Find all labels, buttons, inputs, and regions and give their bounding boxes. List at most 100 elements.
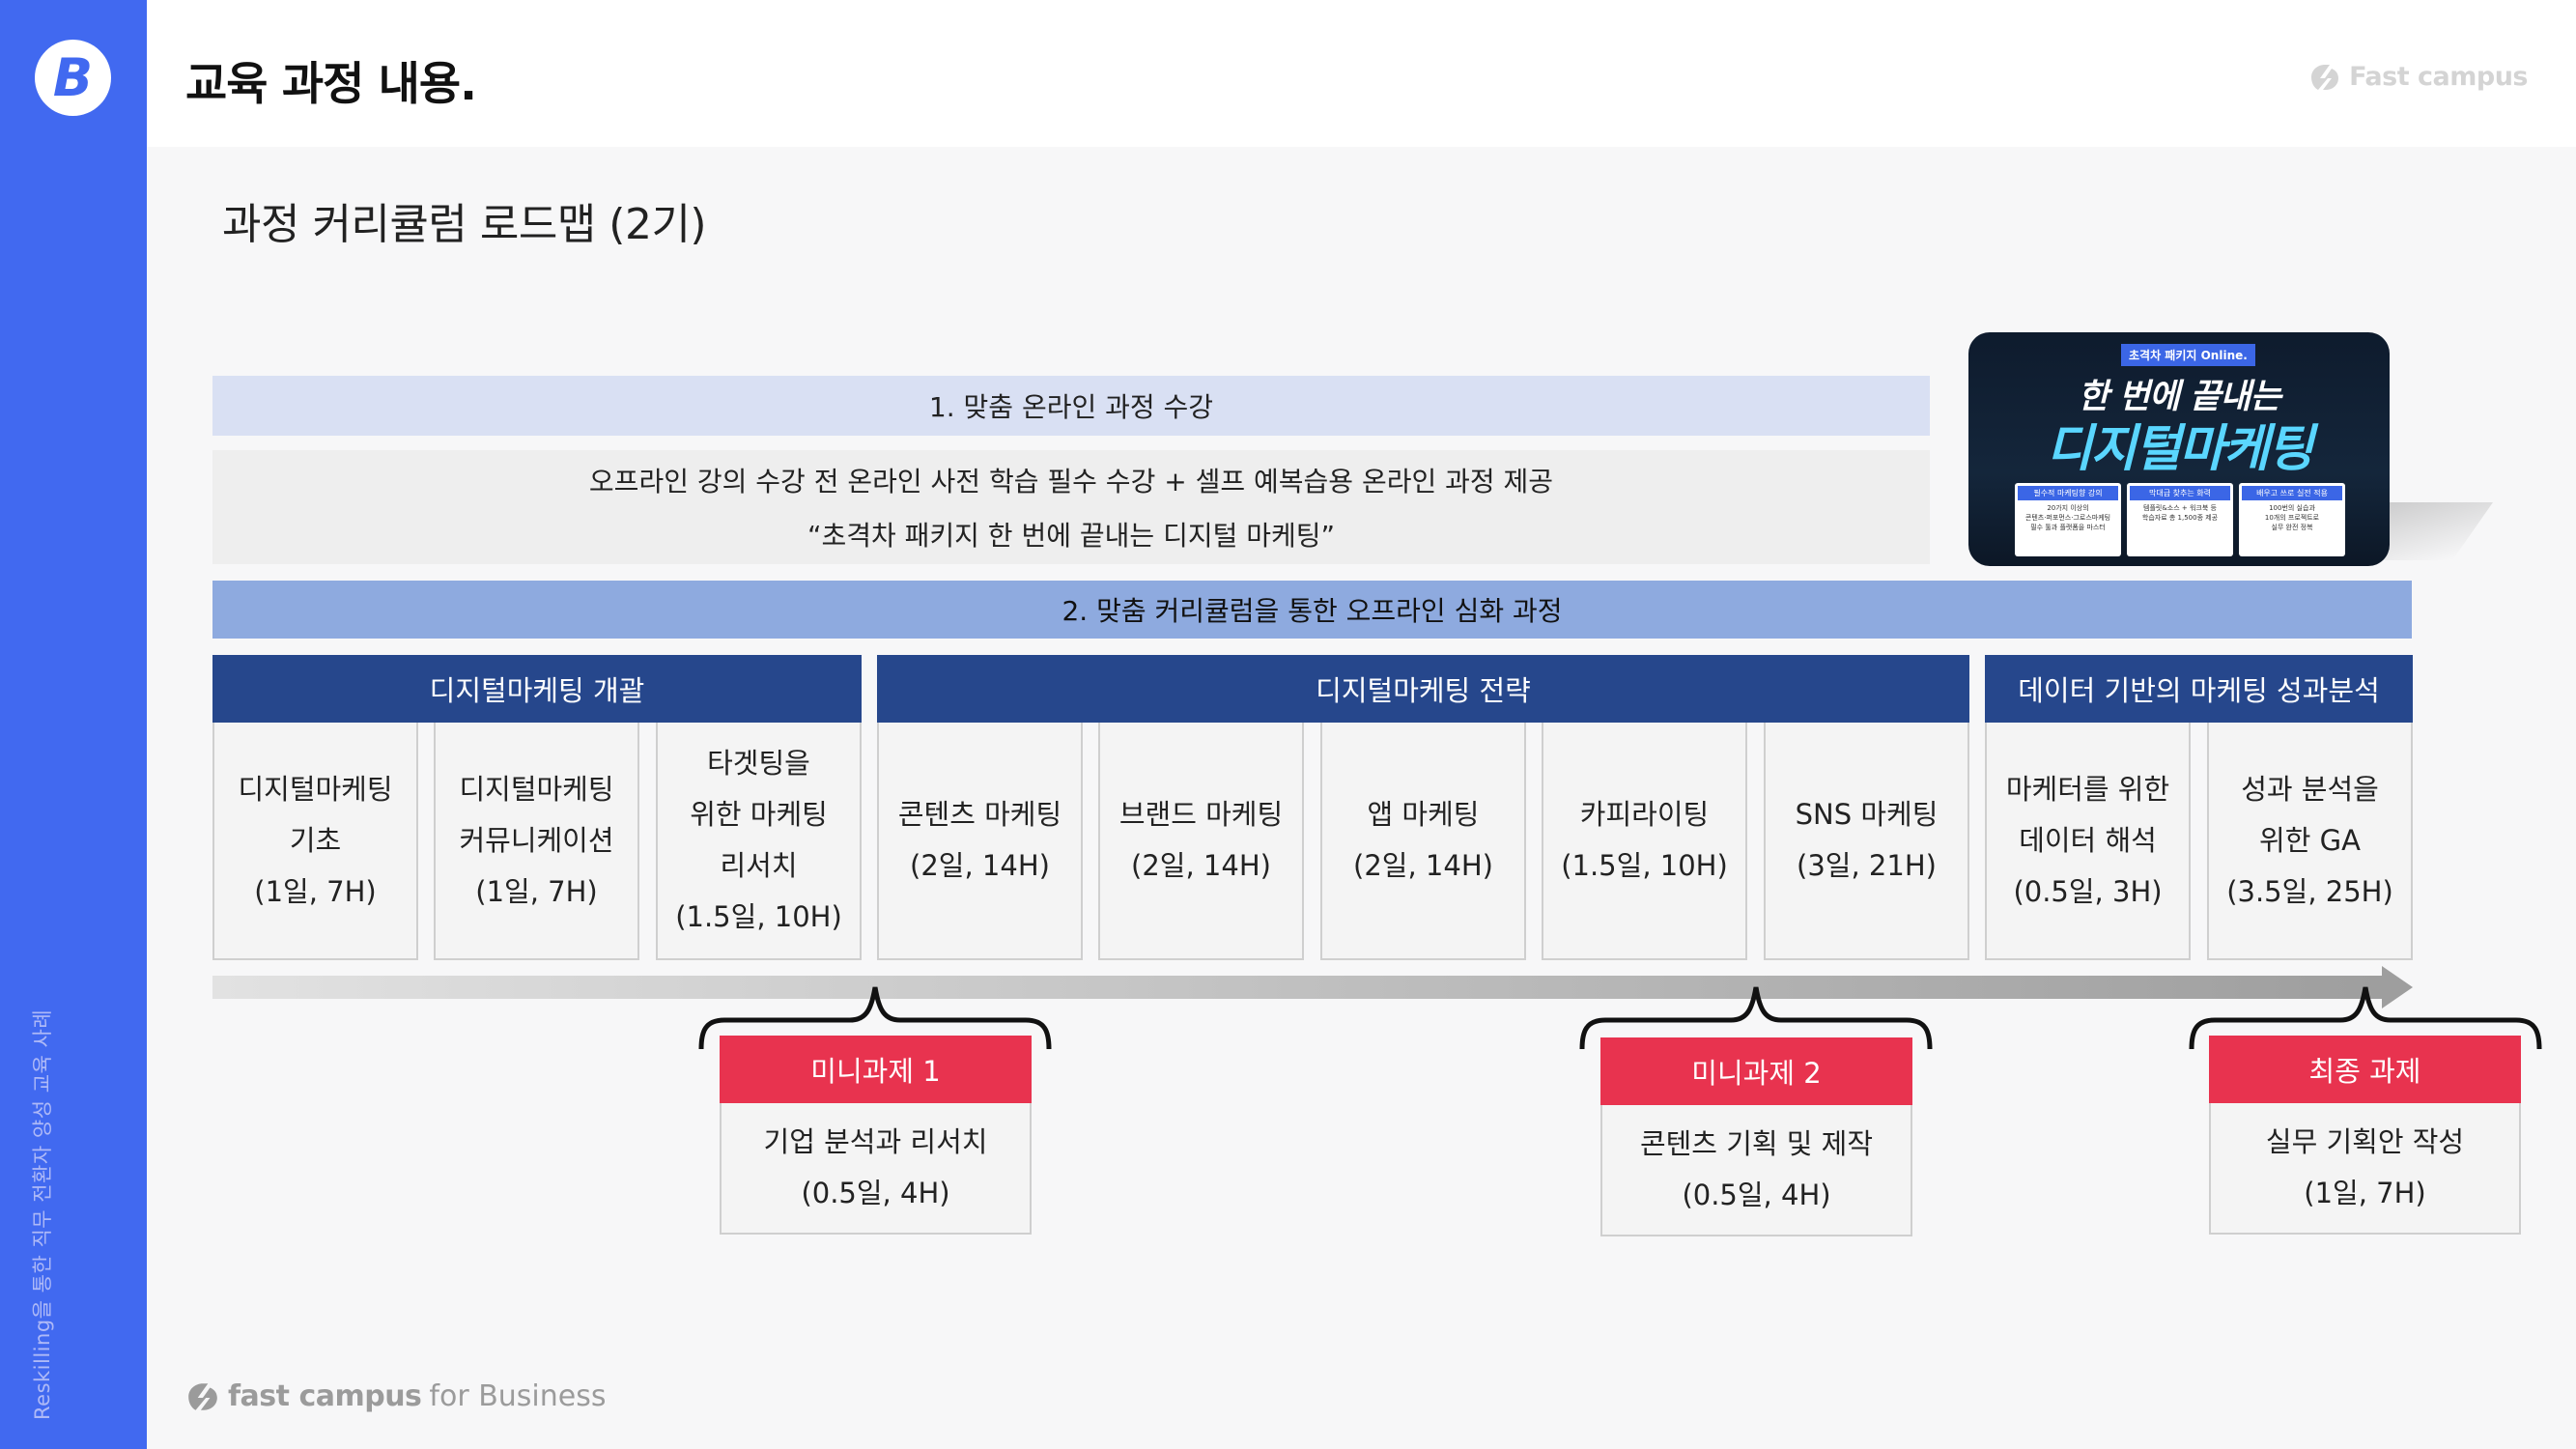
module-card: 성과 분석을 위한 GA (3.5일, 25H): [2207, 723, 2413, 960]
module-card: 타겟팅을 위한 마케팅 리서치 (1.5일, 10H): [656, 723, 862, 960]
brace-icon: [1579, 986, 1933, 1050]
task-line: (0.5일, 4H): [801, 1177, 950, 1209]
module-line: 디지털마케팅: [459, 772, 614, 806]
category-label: 데이터 기반의 마케팅 성과분석: [2018, 674, 2380, 707]
module-line: (3.5일, 25H): [2226, 874, 2393, 908]
promo-card-head: 막대급 찾추는 화력: [2130, 486, 2230, 500]
promo-cards: 필수적 마케팅향 강의 20가지 이상의 콘텐츠·퍼포먼스·그로스마케팅 필수 …: [2015, 483, 2345, 556]
module-line: 타겟팅을: [707, 747, 810, 780]
task-title: 최종 과제: [2308, 1055, 2421, 1088]
module-line: 디지털마케팅: [238, 772, 393, 806]
module-card: 마케터를 위한 데이터 해석 (0.5일, 3H): [1985, 723, 2191, 960]
logo: B: [35, 40, 111, 116]
promo-badge: 초격차 패키지 Online.: [2121, 344, 2255, 366]
promo-card-line: 100번의 실습과: [2269, 504, 2315, 512]
promo-headline-1: 한 번에 끝내는: [2078, 378, 2281, 416]
category-strategy: 디지털마케팅 전략: [877, 655, 1969, 723]
module-card: 브랜드 마케팅 (2일, 14H): [1098, 723, 1304, 960]
module-card: 디지털마케팅 기초 (1일, 7H): [212, 723, 418, 960]
module-line: 콘텐츠 마케팅: [897, 798, 1062, 831]
brace-icon: [698, 986, 1052, 1050]
task-line: 기업 분석과 리서치: [763, 1125, 988, 1158]
online-course-title: 1. 맞춤 온라인 과정 수강: [928, 391, 1214, 423]
module-line: (2일, 14H): [1353, 849, 1493, 882]
module-line: 마케터를 위한: [2005, 772, 2170, 806]
promo-card-line: 20가지 이상의: [2047, 504, 2089, 512]
task-body: 기업 분석과 리서치 (0.5일, 4H): [720, 1103, 1032, 1235]
online-course-title-bar: 1. 맞춤 온라인 과정 수강: [212, 376, 1930, 436]
promo-card-line: 실무 완전 정복: [2271, 523, 2313, 531]
brace-icon: [2189, 986, 2542, 1050]
promo-card-line: 학습자료 총 1,500종 제공: [2141, 513, 2219, 522]
promo-card-head: 배우고 쓰로 실전 적용: [2242, 486, 2342, 500]
task-header: 미니과제 2: [1600, 1037, 1912, 1105]
task-line: 실무 기획안 작성: [2265, 1125, 2465, 1158]
module-card: 디지털마케팅 커뮤니케이션 (1일, 7H): [434, 723, 639, 960]
task-line: (1일, 7H): [2304, 1177, 2426, 1209]
module-line: 앱 마케팅: [1367, 798, 1480, 831]
task-body: 실무 기획안 작성 (1일, 7H): [2209, 1103, 2521, 1235]
task-header: 미니과제 1: [720, 1036, 1032, 1103]
task-title: 미니과제 2: [1691, 1057, 1822, 1090]
promo-card-text: 100번의 실습과 10개의 프로젝트로 실무 완전 정복: [2265, 504, 2319, 532]
footer-brand-name: fast campus: [228, 1379, 422, 1413]
promo-card-line: 템플릿&소스 + 워크북 등: [2143, 504, 2217, 512]
task-line: (0.5일, 4H): [1682, 1179, 1831, 1211]
module-card: 콘텐츠 마케팅 (2일, 14H): [877, 723, 1083, 960]
module-line: SNS 마케팅: [1795, 798, 1939, 831]
promo-card: 배우고 쓰로 실전 적용 100번의 실습과 10개의 프로젝트로 실무 완전 …: [2239, 483, 2345, 556]
module-card: 카피라이팅 (1.5일, 10H): [1542, 723, 1747, 960]
offline-course-title: 2. 맞춤 커리큘럼을 통한 오프라인 심화 과정: [1062, 595, 1563, 627]
promo-card-line: 콘텐츠·퍼포먼스·그로스마케팅: [2024, 513, 2111, 522]
category-analytics: 데이터 기반의 마케팅 성과분석: [1985, 655, 2413, 723]
module-line: (1.5일, 10H): [675, 900, 842, 933]
svg-text:B: B: [53, 47, 93, 108]
sidebar: B Reskilling을 통한 직무 전환자 양성 교육 사례: [0, 0, 147, 1449]
promo-headline-2: 디지털마케팅: [2046, 420, 2313, 478]
module-line: 브랜드 마케팅: [1118, 798, 1284, 831]
promo-card-line: 필수 툴과 플랫폼을 마스터: [2030, 523, 2106, 531]
task-header: 최종 과제: [2209, 1036, 2521, 1103]
promo-card-head: 필수적 마케팅향 강의: [2018, 486, 2118, 500]
online-course-desc-line2: “초격차 패키지 한 번에 끝내는 디지털 마케팅”: [807, 520, 1336, 552]
module-line: 기초: [289, 823, 342, 857]
timeline-arrow: [212, 966, 2413, 1009]
header: 교육 과정 내용. Fast campus: [147, 0, 2576, 147]
module-line: (1일, 7H): [254, 874, 377, 908]
module-line: 데이터 해석: [2019, 823, 2157, 857]
module-line: (2일, 14H): [1131, 849, 1271, 882]
offline-course-title-bar: 2. 맞춤 커리큘럼을 통한 오프라인 심화 과정: [212, 581, 2412, 639]
module-line: (0.5일, 3H): [2013, 874, 2163, 908]
fastcampus-mark-icon: [2311, 64, 2339, 90]
module-line: 카피라이팅: [1579, 798, 1710, 831]
module-line: 커뮤니케이션: [459, 823, 614, 857]
task-line: 콘텐츠 기획 및 제작: [1639, 1127, 1874, 1160]
module-line: (2일, 14H): [910, 849, 1050, 882]
promo-banner-image: 초격차 패키지 Online. 한 번에 끝내는 디지털마케팅 필수적 마케팅향…: [1968, 332, 2390, 566]
promo-card-text: 템플릿&소스 + 워크북 등 학습자료 총 1,500종 제공: [2142, 504, 2218, 524]
module-line: 리서치: [720, 849, 798, 882]
category-label: 디지털마케팅 전략: [1316, 674, 1531, 707]
module-line: 성과 분석을: [2241, 772, 2379, 806]
promo-card-text: 20가지 이상의 콘텐츠·퍼포먼스·그로스마케팅 필수 툴과 플랫폼을 마스터: [2025, 504, 2110, 532]
category-label: 디지털마케팅 개괄: [429, 674, 645, 707]
page-title: 교육 과정 내용.: [185, 58, 477, 111]
module-card: 앱 마케팅 (2일, 14H): [1320, 723, 1526, 960]
module-card: SNS 마케팅 (3일, 21H): [1764, 723, 1969, 960]
brand-logo: Fast campus: [2308, 62, 2528, 92]
promo-card: 막대급 찾추는 화력 템플릿&소스 + 워크북 등 학습자료 총 1,500종 …: [2127, 483, 2233, 556]
sidebar-vertical-caption: Reskilling을 통한 직무 전환자 양성 교육 사례: [31, 1009, 54, 1420]
logo-icon: B: [53, 47, 93, 108]
module-line: 위한 GA: [2259, 823, 2361, 857]
fastcampus-mark-icon: [188, 1382, 217, 1410]
section-subtitle: 과정 커리큘럼 로드맵 (2기): [222, 200, 707, 249]
footer-brand: fast campus for Business: [185, 1379, 607, 1413]
module-line: (1일, 7H): [475, 874, 598, 908]
online-course-description: 오프라인 강의 수강 전 온라인 사전 학습 필수 수강 + 셀프 예복습용 온…: [212, 450, 1930, 564]
promo-card: 필수적 마케팅향 강의 20가지 이상의 콘텐츠·퍼포먼스·그로스마케팅 필수 …: [2015, 483, 2121, 556]
promo-card-line: 10개의 프로젝트로: [2264, 513, 2320, 522]
brand-logo-text: Fast campus: [2349, 62, 2528, 92]
task-title: 미니과제 1: [810, 1055, 941, 1088]
footer-brand-suffix: for Business: [429, 1379, 607, 1413]
category-overview: 디지털마케팅 개괄: [212, 655, 862, 723]
